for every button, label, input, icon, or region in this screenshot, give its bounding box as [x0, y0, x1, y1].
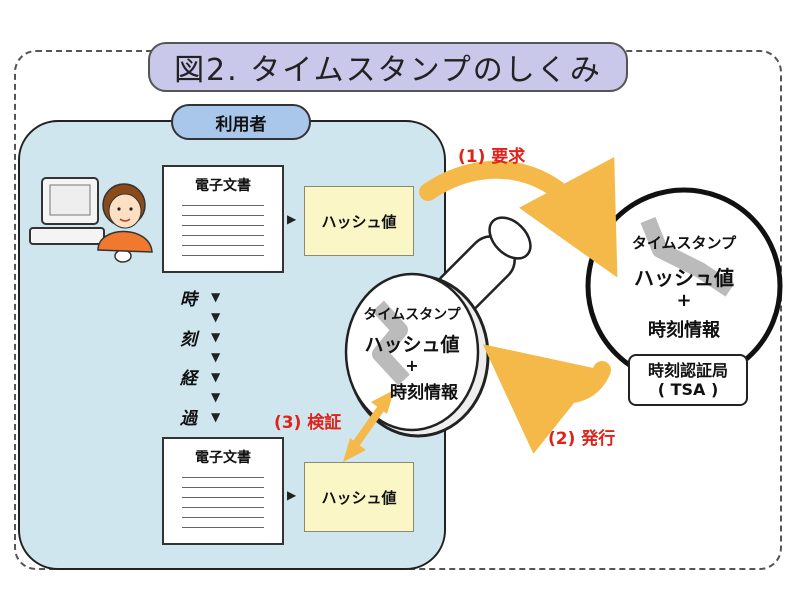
hash-value-bottom: ハッシュ値	[304, 462, 414, 532]
step-issue-label: (2) 発行	[548, 429, 616, 449]
computer-icon	[29, 177, 132, 263]
tsa-circle	[585, 187, 783, 385]
stamp-time-info: 時刻情報	[390, 383, 458, 403]
arrow-right-icon: ▶	[287, 212, 297, 226]
user-label: 利用者	[171, 104, 311, 140]
diagram-title: 図2. タイムスタンプのしくみ	[148, 42, 628, 92]
tsa-stamp-label: タイムスタンプ	[631, 234, 737, 252]
hash-value-top: ハッシュ値	[304, 186, 414, 256]
step-request-label: (1) 要求	[458, 147, 526, 167]
step-verify-label: (3) 検証	[274, 413, 342, 433]
document-top-title: 電子文書	[195, 178, 251, 194]
tsa-hash: ハッシュ値	[634, 266, 734, 290]
time-passage-4: 過	[180, 409, 197, 429]
tsa-authority-abbr: ( TSA )	[657, 380, 719, 399]
time-passage-1: 時	[180, 290, 197, 310]
document-bottom-title: 電子文書	[195, 450, 251, 466]
down-triangle-icon: ▼	[211, 330, 221, 344]
stamp-label: タイムスタンプ	[363, 307, 461, 323]
stamp-plus: +	[405, 356, 419, 375]
tsa-authority-box: 時刻認証局 ( TSA )	[628, 354, 748, 406]
down-triangle-icon: ▼	[211, 370, 221, 384]
request-arrow	[419, 156, 618, 278]
verify-arrow	[343, 390, 394, 462]
document-bottom: 電子文書	[162, 437, 284, 545]
down-triangle-icon: ▼	[211, 350, 221, 364]
arrow-right-icon: ▶	[287, 488, 297, 502]
time-passage-3: 経	[180, 369, 197, 389]
user-person-icon	[97, 183, 153, 253]
time-passage-2: 刻	[180, 330, 197, 350]
down-triangle-icon: ▼	[211, 310, 221, 324]
tsa-plus: +	[676, 290, 692, 311]
down-triangle-icon: ▼	[211, 410, 221, 424]
tsa-time-info: 時刻情報	[648, 320, 720, 341]
document-top: 電子文書	[162, 165, 284, 273]
down-triangle-icon: ▼	[211, 390, 221, 404]
stamp-hash: ハッシュ値	[364, 334, 460, 356]
tsa-authority-name: 時刻認証局	[647, 360, 728, 380]
down-triangle-icon: ▼	[211, 290, 221, 304]
issue-arrow	[482, 344, 611, 454]
